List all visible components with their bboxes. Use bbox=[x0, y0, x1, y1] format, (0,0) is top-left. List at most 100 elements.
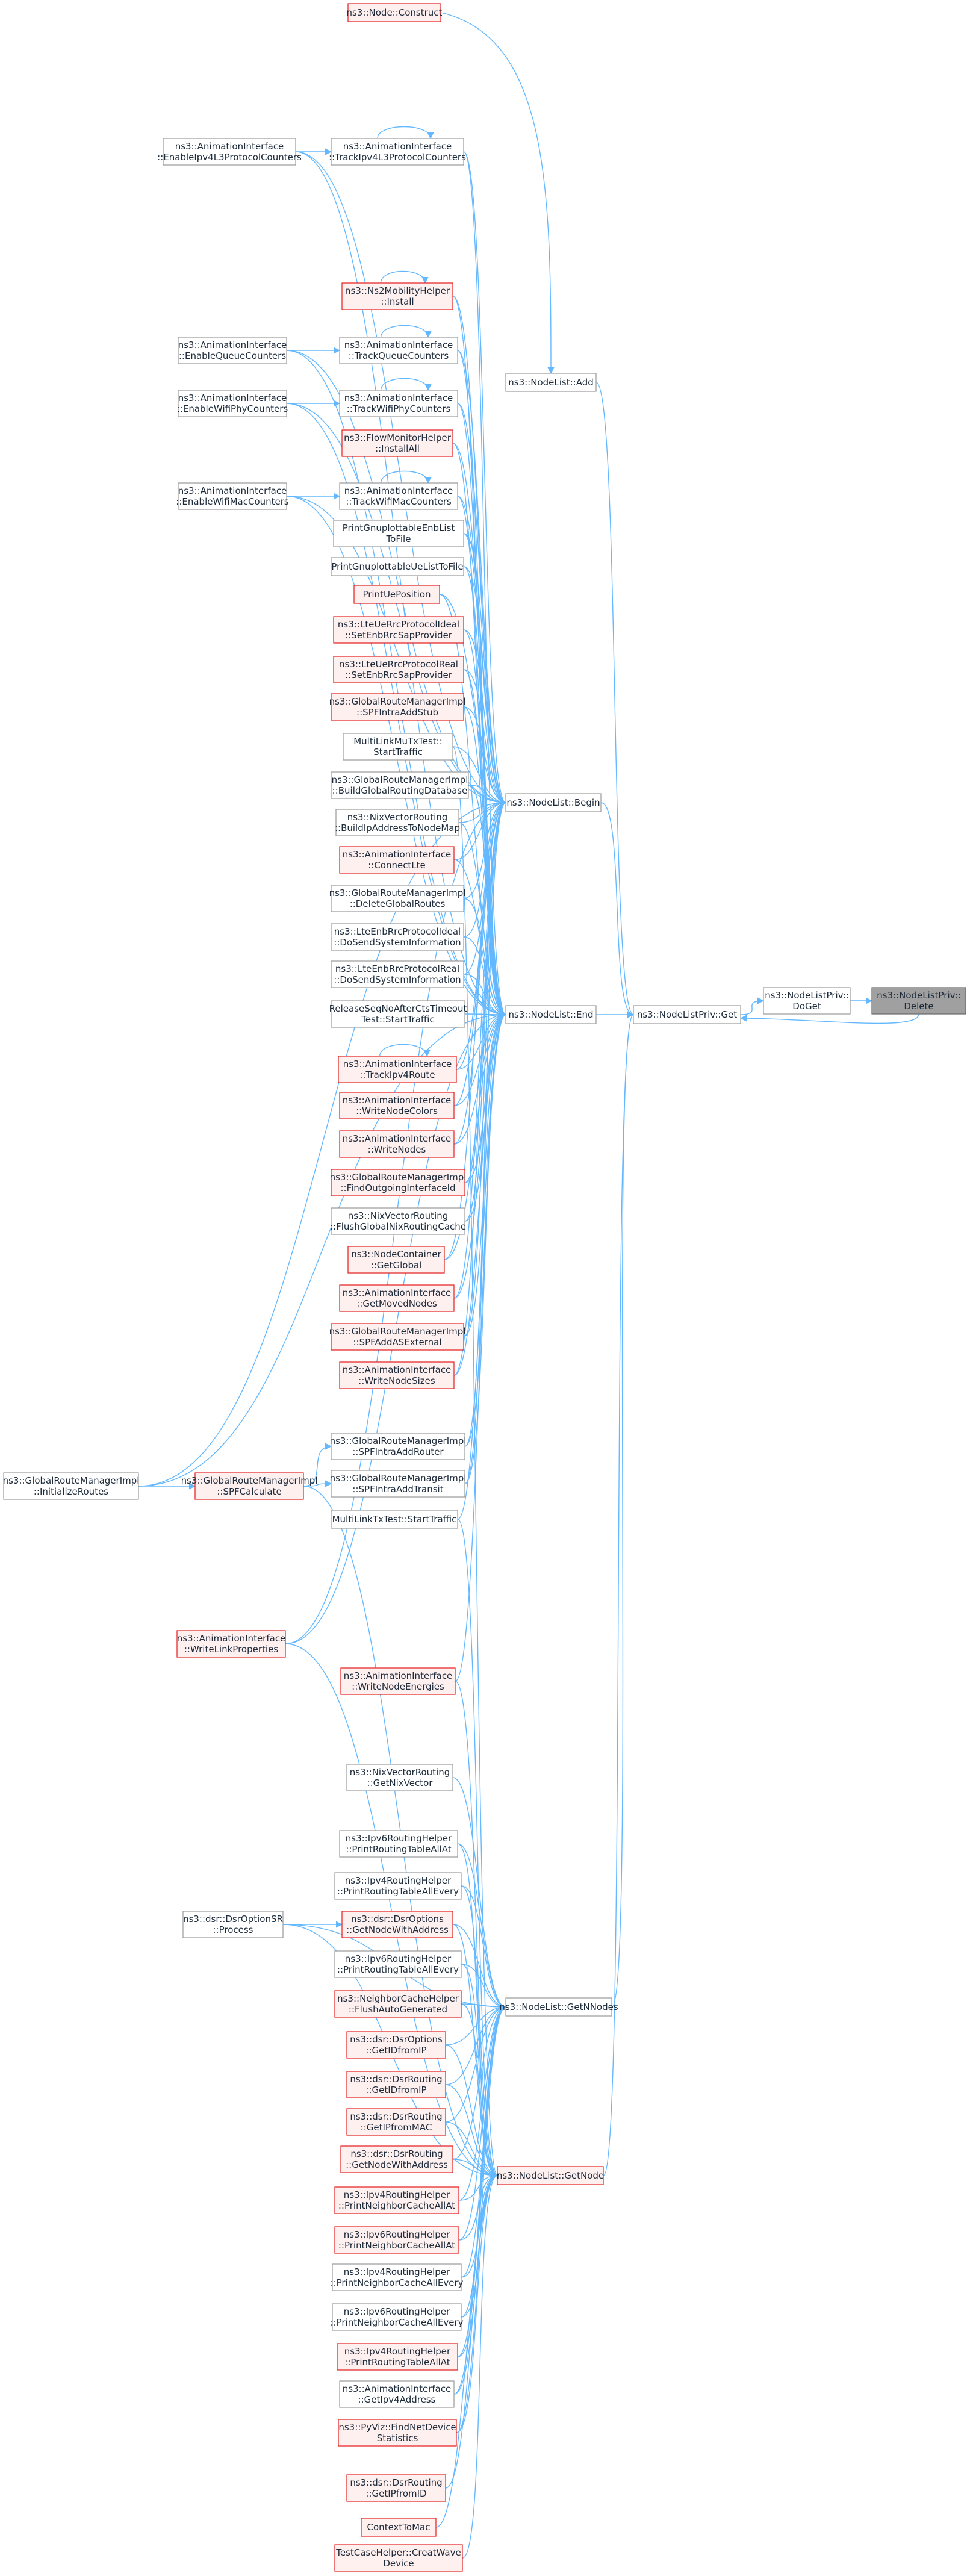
node-spf-intra-add-stub[interactable]: ns3::GlobalRouteManagerImpl::SPFIntraAdd… bbox=[329, 693, 466, 721]
node-lte-enb-ideal[interactable]: ns3::LteEnbRrcProtocolIdeal::DoSendSyste… bbox=[331, 923, 464, 951]
node-ipv4-print-neigh-every[interactable]: ns3::Ipv4RoutingHelper::PrintNeighborCac… bbox=[331, 2263, 464, 2291]
call-edge bbox=[440, 12, 555, 375]
node-node-list-priv-delete[interactable]: ns3::NodeListPriv::Delete bbox=[871, 987, 966, 1015]
node-label: ::TrackIpv4L3ProtocolCounters bbox=[329, 152, 466, 163]
node-node-list-get-node[interactable]: ns3::NodeList::GetNode bbox=[497, 2166, 604, 2185]
node-flow-mon-install[interactable]: ns3::FlowMonitorHelper::InstallAll bbox=[341, 429, 453, 457]
node-ipv4-print-all-every[interactable]: ns3::Ipv4RoutingHelper::PrintRoutingTabl… bbox=[334, 1872, 462, 1900]
node-ipv6-print-all-every[interactable]: ns3::Ipv6RoutingHelper::PrintRoutingTabl… bbox=[334, 1950, 462, 1978]
call-edge bbox=[463, 669, 507, 806]
node-label: Delete bbox=[904, 1001, 933, 1012]
node-dsr-process[interactable]: ns3::dsr::DsrOptionSR::Process bbox=[182, 1911, 284, 1938]
node-print-ue-pos[interactable]: PrintUePosition bbox=[353, 585, 440, 604]
node-nix-get-vector[interactable]: ns3::NixVectorRouting::GetNixVector bbox=[346, 1764, 453, 1791]
node-box bbox=[339, 390, 458, 417]
call-edge bbox=[303, 1480, 332, 1487]
node-track-ipv4-l3[interactable]: ns3::AnimationInterface::TrackIpv4L3Prot… bbox=[329, 138, 466, 166]
node-release-seq[interactable]: ReleaseSeqNoAfterCtsTimeoutTest::StartTr… bbox=[329, 1000, 467, 1028]
node-track-ipv4-route[interactable]: ns3::AnimationInterface::TrackIpv4Route bbox=[338, 1056, 457, 1083]
call-edge bbox=[452, 1777, 507, 2011]
node-spf-add-a-s[interactable]: ns3::GlobalRouteManagerImpl::SPFAddASExt… bbox=[329, 1323, 466, 1351]
node-enable-ipv4-l3[interactable]: ns3::AnimationInterface::EnableIpv4L3Pro… bbox=[157, 138, 302, 166]
call-edge bbox=[458, 822, 507, 1018]
node-spf-calculate[interactable]: ns3::GlobalRouteManagerImpl::SPFCalculat… bbox=[181, 1472, 318, 1500]
node-connect-lte[interactable]: ns3::AnimationInterface::ConnectLte bbox=[339, 846, 455, 874]
node-ipv4-print-all-at[interactable]: ns3::Ipv4RoutingHelper::PrintRoutingTabl… bbox=[337, 2343, 458, 2371]
node-dsr-opt-get-node[interactable]: ns3::dsr::DsrOptions::GetNodeWithAddress bbox=[341, 1911, 453, 1938]
node-enable-wifi-phy[interactable]: ns3::AnimationInterface::EnableWifiPhyCo… bbox=[177, 390, 288, 417]
node-node-list-add[interactable]: ns3::NodeList::Add bbox=[505, 373, 597, 392]
node-node-cont-global[interactable]: ns3::NodeContainer::GetGlobal bbox=[347, 1246, 445, 1274]
node-multi-link-tx[interactable]: MultiLinkTxTest::StartTraffic bbox=[331, 1510, 458, 1529]
node-dsr-rout-get-i-d[interactable]: ns3::dsr::DsrRouting::GetIDfromIP bbox=[346, 2071, 446, 2098]
call-edge bbox=[453, 799, 507, 1299]
node-write-node-colors[interactable]: ns3::AnimationInterface::WriteNodeColors bbox=[339, 1092, 455, 1119]
node-find-outgoing[interactable]: ns3::GlobalRouteManagerImpl::FindOutgoin… bbox=[330, 1169, 467, 1196]
node-ipv6-print-neigh-at[interactable]: ns3::Ipv6RoutingHelper::PrintNeighborCac… bbox=[334, 2226, 459, 2254]
node-dsr-opt-get-i-d[interactable]: ns3::dsr::DsrOptions::GetIDfromIP bbox=[346, 2031, 446, 2059]
node-enable-queue[interactable]: ns3::AnimationInterface::EnableQueueCoun… bbox=[178, 337, 287, 364]
node-box bbox=[331, 557, 464, 576]
node-write-nodes[interactable]: ns3::AnimationInterface::WriteNodes bbox=[339, 1130, 455, 1158]
node-track-queue[interactable]: ns3::AnimationInterface::TrackQueueCount… bbox=[339, 337, 458, 364]
node-lte-ue-rrc-real[interactable]: ns3::LteUeRrcProtocolReal::SetEnbRrcSapP… bbox=[333, 656, 464, 683]
node-node-list-begin[interactable]: ns3::NodeList::Begin bbox=[505, 793, 602, 812]
node-neighbor-flush[interactable]: ns3::NeighborCacheHelper::FlushAutoGener… bbox=[334, 1990, 462, 2018]
node-label: ns3::LteEnbRrcProtocolReal bbox=[335, 963, 459, 974]
node-track-wifi-phy[interactable]: ns3::AnimationInterface::TrackWifiPhyCou… bbox=[339, 390, 458, 417]
node-box bbox=[339, 846, 455, 874]
node-label: ns3::AnimationInterface bbox=[343, 1133, 452, 1144]
node-dsr-rout-get-i-p-mac[interactable]: ns3::dsr::DsrRouting::GetIPfromMAC bbox=[346, 2108, 446, 2136]
node-flush-nix[interactable]: ns3::NixVectorRouting::FlushGlobalNixRou… bbox=[330, 1207, 466, 1235]
node-box bbox=[339, 337, 458, 364]
node-nix-build-ip[interactable]: ns3::NixVectorRouting::BuildIpAddressToN… bbox=[335, 809, 460, 836]
node-label: ::Process bbox=[213, 1924, 253, 1935]
node-box bbox=[331, 693, 464, 721]
node-write-node-energies[interactable]: ns3::AnimationInterface::WriteNodeEnergi… bbox=[340, 1667, 456, 1695]
node-spf-intra-add-router[interactable]: ns3::GlobalRouteManagerImpl::SPFIntraAdd… bbox=[330, 1433, 467, 1460]
node-get-moved-nodes[interactable]: ns3::AnimationInterface::GetMovedNodes bbox=[339, 1284, 455, 1312]
node-node-list-get-n-nodes[interactable]: ns3::NodeList::GetNNodes bbox=[499, 1997, 618, 2017]
node-write-node-sizes[interactable]: ns3::AnimationInterface::WriteNodeSizes bbox=[339, 1361, 455, 1389]
node-box bbox=[346, 2108, 446, 2136]
node-label: PrintGnuplottableUeListToFile bbox=[331, 561, 463, 572]
node-label: ns3::AnimationInterface bbox=[178, 393, 287, 403]
node-label: ::FlushGlobalNixRoutingCache bbox=[330, 1221, 466, 1232]
node-node-list-priv-do-get[interactable]: ns3::NodeListPriv::DoGet bbox=[763, 987, 851, 1015]
node-context-to-mac[interactable]: ContextToMac bbox=[361, 2518, 437, 2537]
node-spf-intra-add-transit[interactable]: ns3::GlobalRouteManagerImpl::SPFIntraAdd… bbox=[330, 1470, 467, 1498]
node-init-routes[interactable]: ns3::GlobalRouteManagerImpl::InitializeR… bbox=[3, 1472, 140, 1500]
call-edge bbox=[445, 2003, 507, 2046]
node-dsr-rout-get-i-p-i-d[interactable]: ns3::dsr::DsrRouting::GetIPfromID bbox=[346, 2474, 446, 2502]
node-node-construct[interactable]: ns3::Node::Construct bbox=[347, 3, 443, 22]
node-ipv6-print-all-at[interactable]: ns3::Ipv6RoutingHelper::PrintRoutingTabl… bbox=[339, 1830, 458, 1858]
node-box bbox=[331, 1510, 458, 1529]
node-dsr-rout-get-node[interactable]: ns3::dsr::DsrRouting::GetNodeWithAddress bbox=[340, 2145, 453, 2173]
node-node-list-priv-get[interactable]: ns3::NodeListPriv::Get bbox=[633, 1005, 741, 1024]
node-lte-ue-rrc-ideal[interactable]: ns3::LteUeRrcProtocolIdeal::SetEnbRrcSap… bbox=[333, 616, 464, 644]
node-multi-link-mu[interactable]: MultiLinkMuTxTest::StartTraffic bbox=[343, 733, 453, 761]
node-node-list-end[interactable]: ns3::NodeList::End bbox=[505, 1005, 597, 1024]
node-box bbox=[338, 2419, 457, 2447]
node-write-link-props[interactable]: ns3::AnimationInterface::WriteLinkProper… bbox=[176, 1630, 286, 1658]
call-edge bbox=[303, 1443, 332, 1487]
node-ipv6-print-neigh-every[interactable]: ns3::Ipv6RoutingHelper::PrintNeighborCac… bbox=[331, 2303, 464, 2331]
node-label: ns3::AnimationInterface bbox=[343, 141, 452, 152]
call-edge bbox=[458, 2172, 499, 2201]
node-box bbox=[331, 885, 464, 912]
node-delete-global[interactable]: ns3::GlobalRouteManagerImpl::DeleteGloba… bbox=[329, 885, 466, 912]
node-print-ue-list[interactable]: PrintGnuplottableUeListToFile bbox=[331, 557, 464, 576]
node-ns2-install[interactable]: ns3::Ns2MobilityHelper::Install bbox=[341, 282, 453, 310]
node-track-wifi-mac[interactable]: ns3::AnimationInterface::TrackWifiMacCou… bbox=[339, 482, 458, 510]
node-label: ns3::GlobalRouteManagerImpl bbox=[330, 1172, 467, 1183]
node-get-ipv4-addr[interactable]: ns3::AnimationInterface::GetIpv4Address bbox=[339, 2380, 455, 2408]
node-lte-enb-real[interactable]: ns3::LteEnbRrcProtocolReal::DoSendSystem… bbox=[331, 960, 464, 988]
node-build-global-db[interactable]: ns3::GlobalRouteManagerImpl::BuildGlobal… bbox=[331, 771, 469, 799]
node-label: MultiLinkMuTxTest:: bbox=[353, 736, 443, 747]
node-ipv4-print-neigh-at[interactable]: ns3::Ipv4RoutingHelper::PrintNeighborCac… bbox=[334, 2186, 459, 2214]
call-edge bbox=[452, 1924, 507, 2011]
node-enable-wifi-mac[interactable]: ns3::AnimationInterface::EnableWifiMacCo… bbox=[176, 482, 289, 510]
